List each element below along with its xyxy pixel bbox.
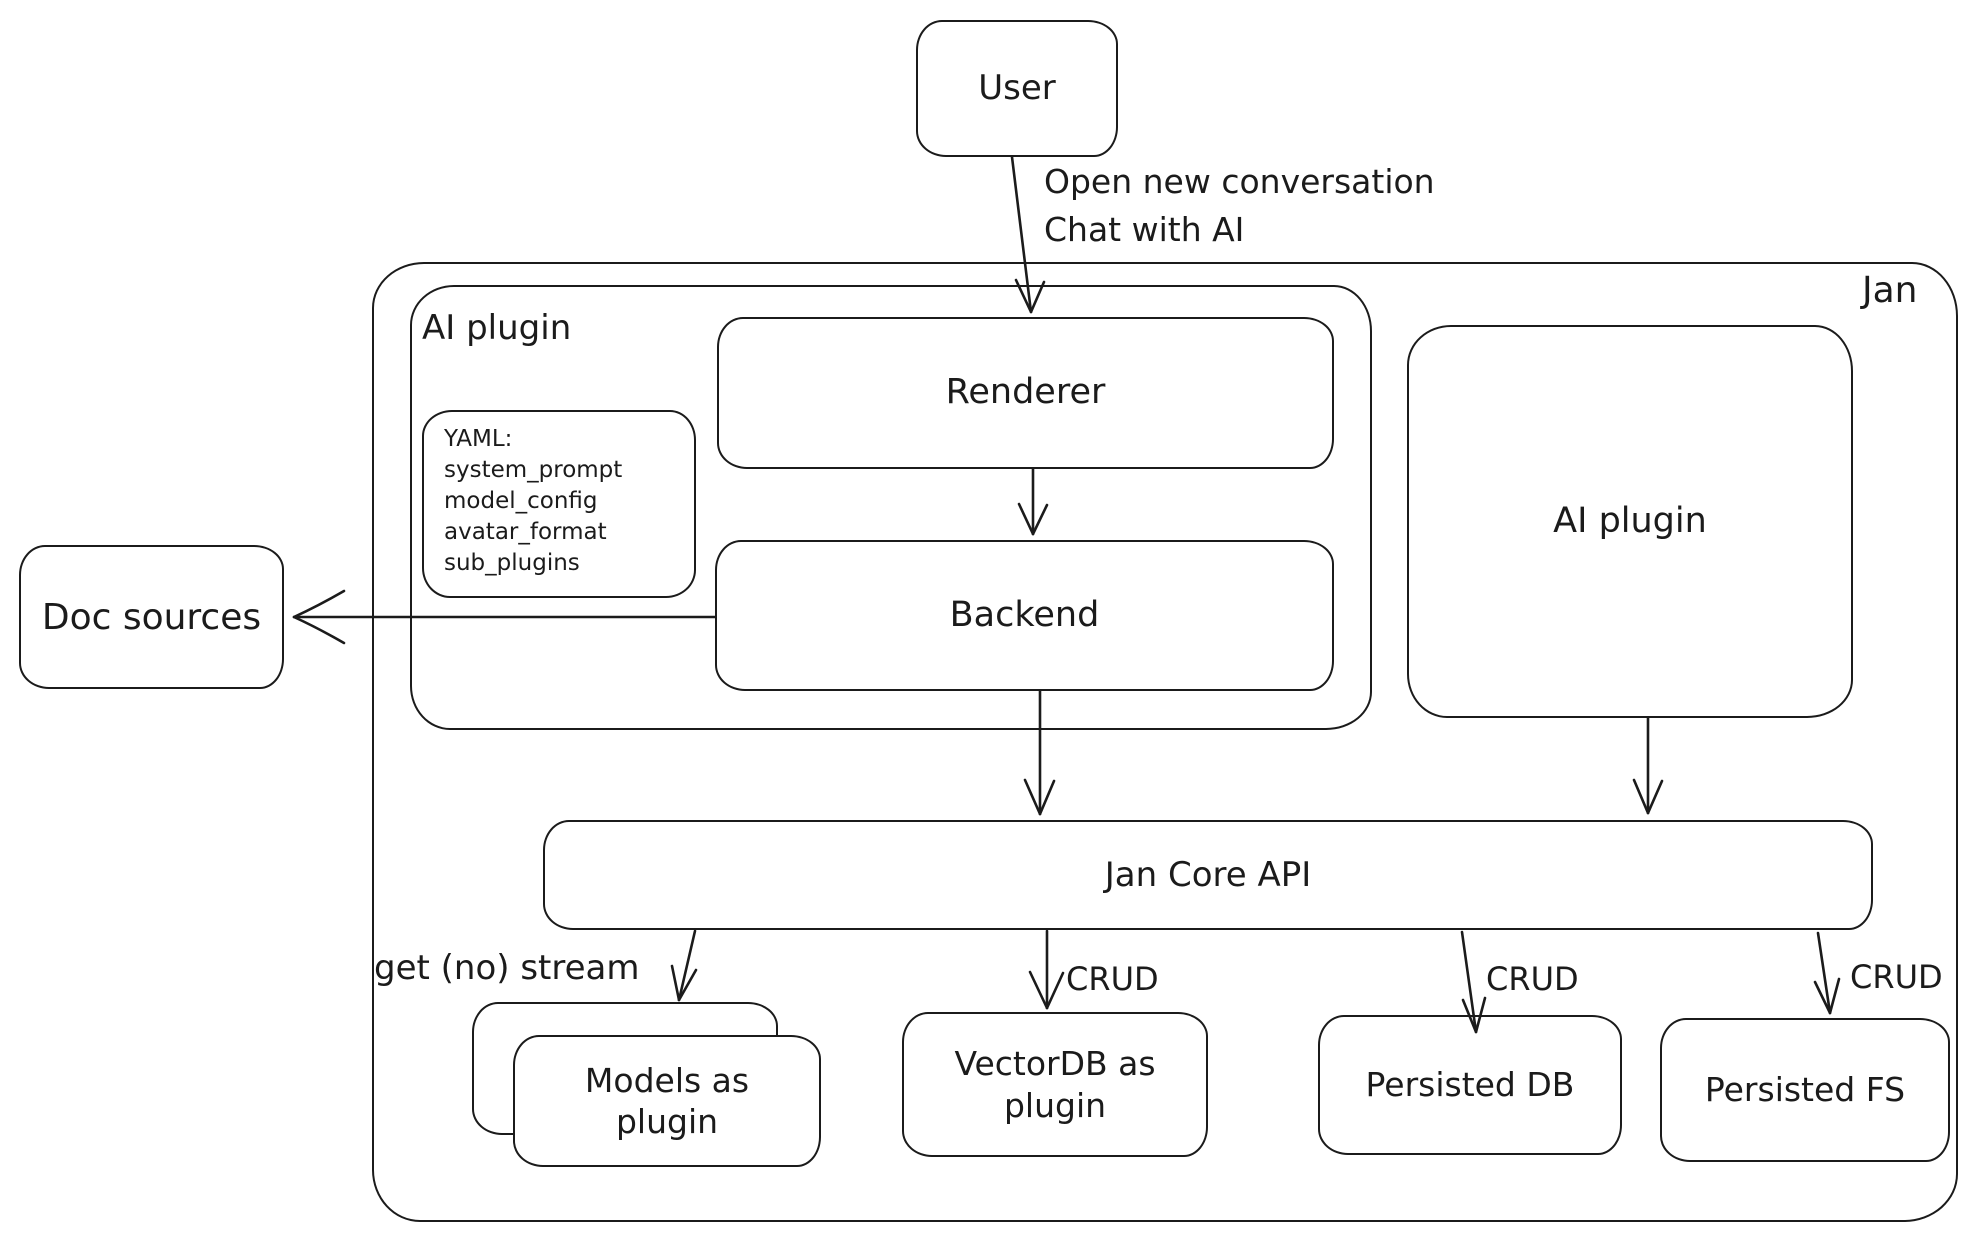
vectordb-plugin-node[interactable]: VectorDB as plugin	[902, 1012, 1208, 1157]
doc-sources-node[interactable]: Doc sources	[19, 545, 284, 689]
user-node[interactable]: User	[916, 20, 1118, 157]
yaml-note-line: avatar_format	[444, 519, 607, 545]
edge-label-chat-with-ai: Chat with AI	[1044, 210, 1245, 249]
doc-sources-node-label: Doc sources	[41, 596, 262, 638]
persisted-db-node[interactable]: Persisted DB	[1318, 1015, 1622, 1155]
backend-node[interactable]: Backend	[715, 540, 1334, 691]
jan-core-api-node[interactable]: Jan Core API	[543, 820, 1873, 930]
yaml-note-box[interactable]: YAML: system_prompt model_config avatar_…	[422, 410, 696, 598]
persisted-fs-node-label: Persisted FS	[1704, 1070, 1906, 1110]
models-plugin-node-label: Models as plugin	[584, 1060, 750, 1141]
ai-plugin-right-node[interactable]: AI plugin	[1407, 325, 1853, 718]
persisted-db-node-label: Persisted DB	[1365, 1065, 1575, 1105]
jan-container-label: Jan	[1862, 270, 1918, 311]
jan-core-api-node-label: Jan Core API	[1104, 854, 1312, 895]
vectordb-plugin-node-label: VectorDB as plugin	[954, 1044, 1156, 1125]
edge-label-crud-persisted-fs: CRUD	[1850, 958, 1943, 996]
ai-plugin-right-node-label: AI plugin	[1553, 500, 1707, 541]
models-plugin-node[interactable]: Models as plugin	[513, 1035, 821, 1167]
yaml-note-line: system_prompt	[444, 457, 623, 483]
renderer-node[interactable]: Renderer	[717, 317, 1334, 469]
yaml-note-line: sub_plugins	[444, 550, 580, 576]
edge-label-open-conversation: Open new conversation	[1044, 162, 1435, 201]
yaml-note-line: model_config	[444, 488, 598, 514]
persisted-fs-node[interactable]: Persisted FS	[1660, 1018, 1950, 1162]
backend-node-label: Backend	[949, 594, 1100, 635]
edge-label-get-no-stream: get (no) stream	[374, 948, 640, 988]
user-node-label: User	[978, 68, 1056, 109]
renderer-node-label: Renderer	[945, 372, 1106, 413]
yaml-note-line: YAML:	[444, 426, 513, 452]
edge-label-crud-persisted-db: CRUD	[1486, 960, 1579, 998]
ai-plugin-container-label: AI plugin	[422, 308, 572, 348]
edge-label-crud-vectordb: CRUD	[1066, 960, 1159, 998]
